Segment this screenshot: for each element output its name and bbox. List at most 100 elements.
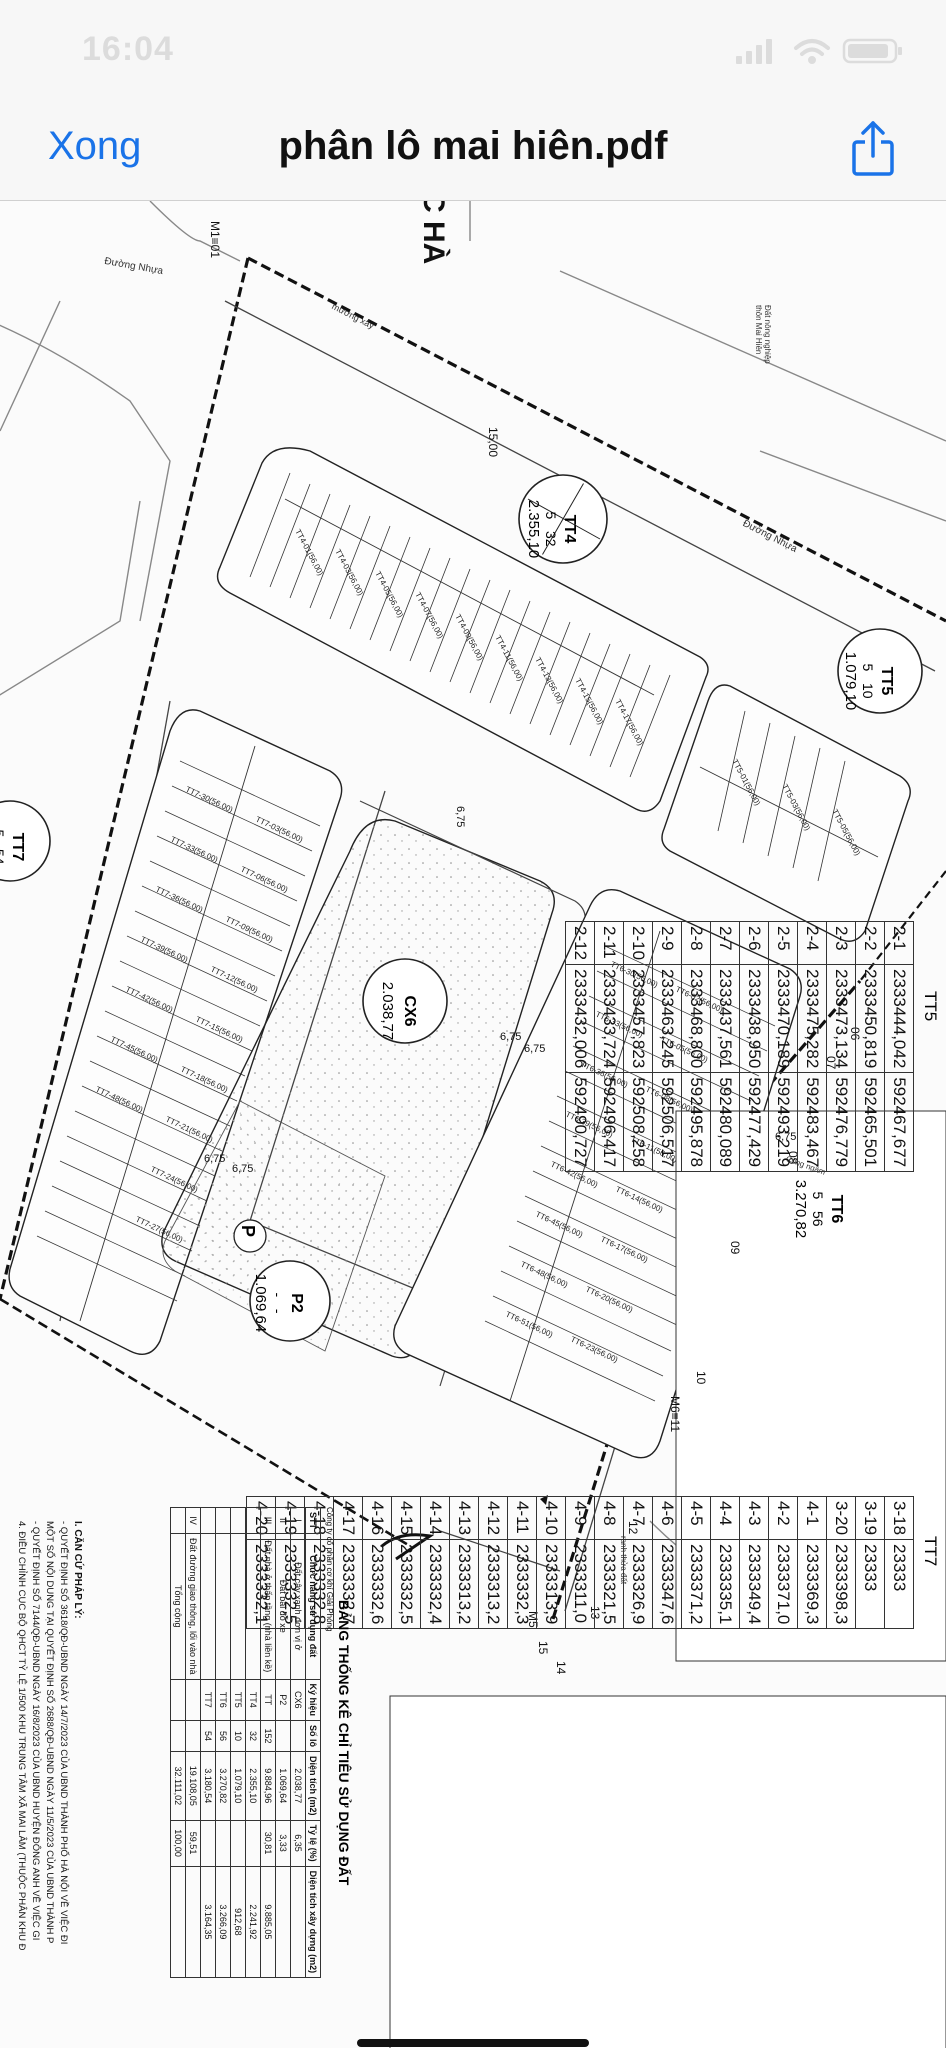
table-cell (290, 1720, 306, 1752)
table-cell (170, 1866, 186, 1978)
table-header-cell: Tỷ lệ (%) (305, 1820, 321, 1867)
dim-675-c: 6,75 (524, 1043, 546, 1055)
legal-basis: I. CĂN CỨ PHÁP LÝ: - QUYẾT ĐỊNH SỐ 3618/… (14, 1521, 84, 1951)
badge-p2-counts: - - (269, 1263, 287, 1343)
table-cell: CX6 (290, 1679, 306, 1721)
share-button[interactable] (848, 120, 898, 178)
table-cell: 2333463,245 (652, 964, 682, 1073)
marker-14: 14 (554, 1661, 568, 1675)
table-header-cell: Ký hiệu (305, 1679, 321, 1721)
badge-tt5-a: 5 (860, 663, 876, 672)
badge-tt7-counts: 5 54 (0, 807, 8, 887)
table-cell: TT6 (215, 1679, 231, 1721)
land-use-stats: BẢNG THỐNG KÊ CHỈ TIÊU SỬ DỤNG ĐẤT Công … (170, 1507, 352, 1978)
table-cell: 2333444,042 (884, 964, 914, 1073)
badge-cx6 (362, 958, 448, 1044)
table-cell: 30,81 (260, 1820, 276, 1867)
table-cell: 32 (245, 1720, 261, 1752)
table-cell (185, 1679, 201, 1721)
badge-cx6-text: CX6 2.038,77 (376, 961, 420, 1061)
badge-tt7-name: TT7 (9, 832, 26, 862)
table-cell: 2333326,9 (623, 1539, 653, 1629)
badge-tt6-area: 3.270,82 (792, 1179, 809, 1239)
table-cell: 4-5 (681, 1496, 711, 1540)
table-cell: 3.270,82 (215, 1751, 231, 1821)
table-cell (275, 1720, 291, 1752)
table-cell (215, 1507, 231, 1534)
pdf-viewport[interactable]: TT4-01(56,00) TT4-03(56,00) TT4-05(56,00… (0, 201, 946, 2048)
table-cell: 2-10 (623, 921, 653, 965)
table-cell: 2333475,282 (797, 964, 827, 1073)
wifi-icon (794, 39, 830, 64)
table-cell: 19.108,05 (185, 1751, 201, 1821)
legal-line-3: - QUYẾT ĐỊNH SỐ 7144/QĐ-UBND NGÀY 16/8/2… (30, 1521, 41, 1941)
table-cell (290, 1866, 306, 1978)
table-cell: 2333470,189 (768, 964, 798, 1073)
badge-p2-b: - (270, 1308, 286, 1314)
table-cell: 3,33 (275, 1820, 291, 1867)
table-cell: TT (260, 1679, 276, 1721)
table-cell: 2.038,77 (290, 1751, 306, 1821)
table-cell (200, 1820, 216, 1867)
table-header-cell: Chức năng sử dụng đất (305, 1533, 321, 1680)
badge-tt6-text: TT6 5 56 3.270,82 (791, 1159, 845, 1259)
table-cell: 2333332,3 (507, 1539, 537, 1629)
table-cell: 592496,417 (594, 1072, 624, 1172)
table-cell: I (290, 1507, 306, 1534)
table-cell: Đất đường giao thông, lối vào nhà (185, 1533, 201, 1680)
badge-tt6-counts: 5 56 (809, 1159, 827, 1259)
done-button[interactable]: Xong (48, 124, 142, 168)
navigation-bar: 16:04 Xong phân lô mai hiên.pdf (0, 0, 946, 201)
table-cell (170, 1720, 186, 1752)
table-cell: 4-7 (623, 1496, 653, 1540)
table-cell: 4-16 (362, 1496, 392, 1540)
table-cell: 2333432,006 (565, 964, 595, 1073)
table-cell (245, 1820, 261, 1867)
dim-675-e: 6,75 (232, 1163, 254, 1175)
badge-tt5 (837, 628, 923, 714)
table-cell: 3.266,09 (215, 1866, 231, 1978)
signal-icon (736, 39, 772, 64)
table-cell: 4-11 (507, 1496, 537, 1540)
dim-675-f: 6,75 (775, 1131, 797, 1143)
table-cell: 2333433,724 (594, 964, 624, 1073)
status-icons (736, 38, 902, 64)
table-cell: 2333332,6 (362, 1539, 392, 1629)
table-cell: 2-6 (739, 921, 769, 965)
table-cell: 2333457,823 (623, 964, 653, 1073)
table-cell: 592480,089 (710, 1072, 740, 1172)
table-cell: TT4 (245, 1679, 261, 1721)
block-tt7: TT7-30(56,00) TT7-33(56,00) TT7-36(56,00… (8, 709, 343, 1355)
table-cell: 592508,258 (623, 1072, 653, 1172)
block-tt5: TT5-01(56,00) TT5-03(56,00) TT5-05(56,00… (661, 684, 911, 942)
table-cell (230, 1533, 246, 1680)
scroll-indicator[interactable] (357, 2039, 589, 2047)
table-cell: TT7 (200, 1679, 216, 1721)
pen-annotation (381, 1533, 434, 1561)
dim-675-a: 6,75 (454, 806, 466, 828)
site-plan-drawing: TT4-01(56,00) TT4-03(56,00) TT4-05(56,00… (0, 201, 946, 2048)
table-cell (245, 1533, 261, 1680)
table-cell: 152 (260, 1720, 276, 1752)
dim-road-width: 15,00 (486, 427, 500, 458)
table-cell: 912,68 (230, 1866, 246, 1978)
table-cell: 2333369,3 (797, 1539, 827, 1629)
table-cell: 592465,501 (855, 1072, 885, 1172)
table-cell: 2-9 (652, 921, 682, 965)
table-cell: 592476,779 (826, 1072, 856, 1172)
table-cell: 4-10 (536, 1496, 566, 1540)
badge-tt5-counts: 5 10 (859, 631, 877, 731)
table-cell: 59,51 (185, 1820, 201, 1867)
